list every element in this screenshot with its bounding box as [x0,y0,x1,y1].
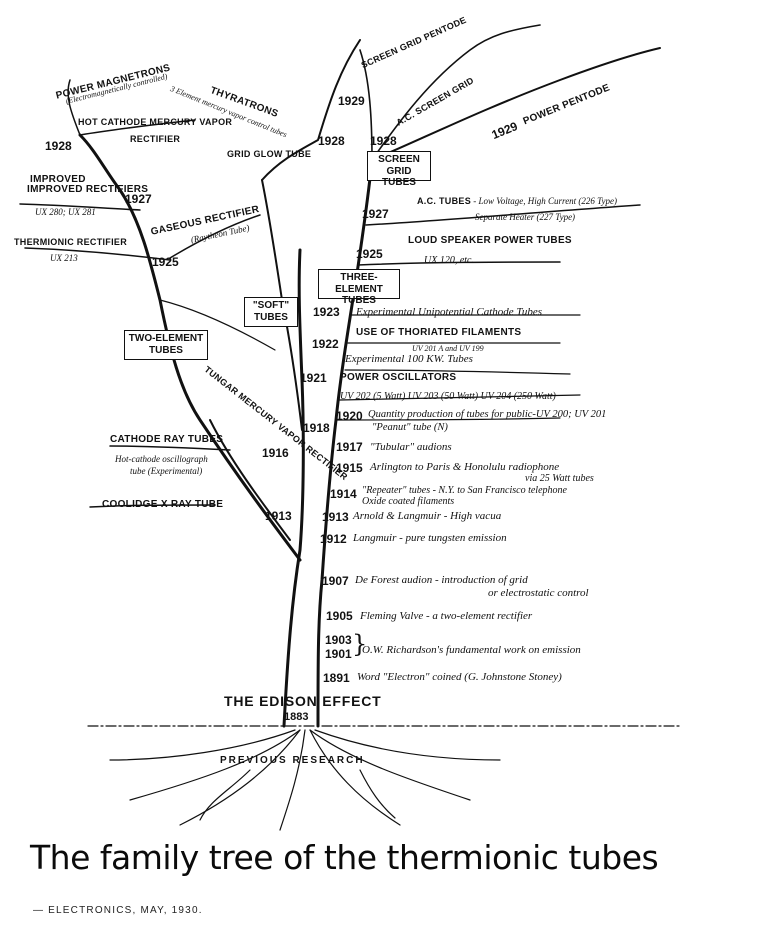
trunk-left [282,248,305,728]
event-1907-text2: or electrostatic control [488,587,589,599]
event-1917-year: 1917 [336,440,363,454]
event-1891-year: 1891 [323,671,350,685]
event-1913-year: 1913 [322,510,349,524]
event-1921-year: 1921 [300,371,327,385]
edison-effect-label: THE EDISON EFFECT [224,693,382,709]
hot-cathode-label: HOT CATHODE MERCURY VAPOR [78,117,233,127]
event-1920-year: 1920 [336,409,363,423]
event-1925-text2: UX 120, etc. [424,255,474,266]
event-1914-year: 1914 [330,487,357,501]
event-1927-text2: Separate Heater (227 Type) [475,212,576,222]
edison-effect-year: 1883 [284,711,309,723]
event-1921-text: POWER OSCILLATORS [340,372,457,383]
gaseous-year: 1925 [152,255,179,269]
xray-year: 1913 [265,509,292,523]
event-1917-text: "Tubular" audions [370,441,452,453]
event-1915-text2: via 25 Watt tubes [525,473,594,484]
event-1927-year: 1927 [362,207,389,221]
event-1925-year: 1925 [356,247,383,261]
thoriated-label: USE OF THORIATED FILAMENTS [356,327,522,338]
event-1923-year: 1923 [313,305,340,319]
branch-right [371,47,661,161]
cathode-ray-sub: Hot-cathode oscillograph [115,454,208,464]
event-1922-top: UV 201 A and UV 199 [412,344,484,353]
two-element-tubes-box: TWO-ELEMENT TUBES [124,330,208,360]
brace: } [352,630,368,658]
grid-glow-label: GRID GLOW TUBE [227,149,312,159]
improved-year: 1927 [125,192,152,206]
previous-research-label: PREVIOUS RESEARCH [220,755,365,766]
thermionic-sub: UX 213 [50,253,78,263]
event-1907-text: De Forest audion - introduction of grid [355,574,528,586]
event-1927-desc: - Low Voltage, High Current (226 Type) [471,196,618,206]
screen-grid-year: 1928 [370,134,397,148]
soft-tubes-box: "SOFT" TUBES [244,297,298,327]
improved-label: IMPROVED RECTIFIERS [27,184,149,195]
source-credit: — ELECTRONICS, MAY, 1930. [33,905,203,916]
limb-left [78,133,302,562]
event-1922-text: Experimental 100 KW. Tubes [345,353,473,365]
event-1915-text: Arlington to Paris & Honolulu radiophone [370,461,560,473]
event-1915-year: 1915 [336,461,363,475]
tungar-year: 1918 [303,421,330,435]
event-1920-text: Quantity production of tubes for public-… [368,409,607,420]
event-1922-year: 1922 [312,337,339,351]
improved-sub: UX 280; UX 281 [35,207,96,217]
event-1905-year: 1905 [326,609,353,623]
page-title: The family tree of the thermionic tubes [30,838,659,877]
hot-cathode-label2: RECTIFIER [130,134,181,144]
roots [109,729,501,831]
event-1927-text: A.C. TUBES - Low Voltage, High Current (… [417,196,618,206]
thermionic-label: THERMIONIC RECTIFIER [14,237,127,247]
cathode-ray-label: CATHODE RAY TUBES [110,434,224,445]
event-1925-text: LOUD SPEAKER POWER TUBES [408,235,572,246]
hot-cathode-year: 1928 [45,139,72,153]
event-1914-text: "Repeater" tubes - N.Y. to San Francisco… [362,485,567,496]
event-1901-text: O.W. Richardson's fundamental work on em… [362,644,581,656]
event-1912-text: Langmuir - pure tungsten emission [353,532,507,544]
screen-grid-pentode-year: 1929 [338,94,365,108]
event-1920-text2: "Peanut" tube (N) [372,422,448,433]
event-1891-text: Word "Electron" coined (G. Johnstone Sto… [357,671,562,683]
three-element-tubes-box: THREE-ELEMENT TUBES [318,269,400,306]
xray-label: COOLIDGE X RAY TUBE [102,499,224,510]
event-1903-year: 1903 [325,633,352,647]
screen-grid-tubes-box: SCREEN GRID TUBES [367,151,431,188]
cathode-ray-year: 1916 [262,446,289,460]
event-1913-text: Arnold & Langmuir - High vacua [353,510,502,522]
event-1912-year: 1912 [320,532,347,546]
cathode-ray-sub2: tube (Experimental) [130,466,203,476]
uv-power-text: UV 202 (5 Watt) UV 203 (50 Watt) UV 204 … [340,391,556,402]
improved-label-1: IMPROVED [30,174,86,185]
event-1905-text: Fleming Valve - a two-element rectifier [360,610,533,622]
grid-glow-year: 1928 [318,134,345,148]
event-1907-year: 1907 [322,574,349,588]
event-1914-text2: Oxide coated filaments [362,496,455,507]
event-1901-year: 1901 [325,647,352,661]
event-1923-text: Experimental Unipotential Cathode Tubes [356,306,543,318]
